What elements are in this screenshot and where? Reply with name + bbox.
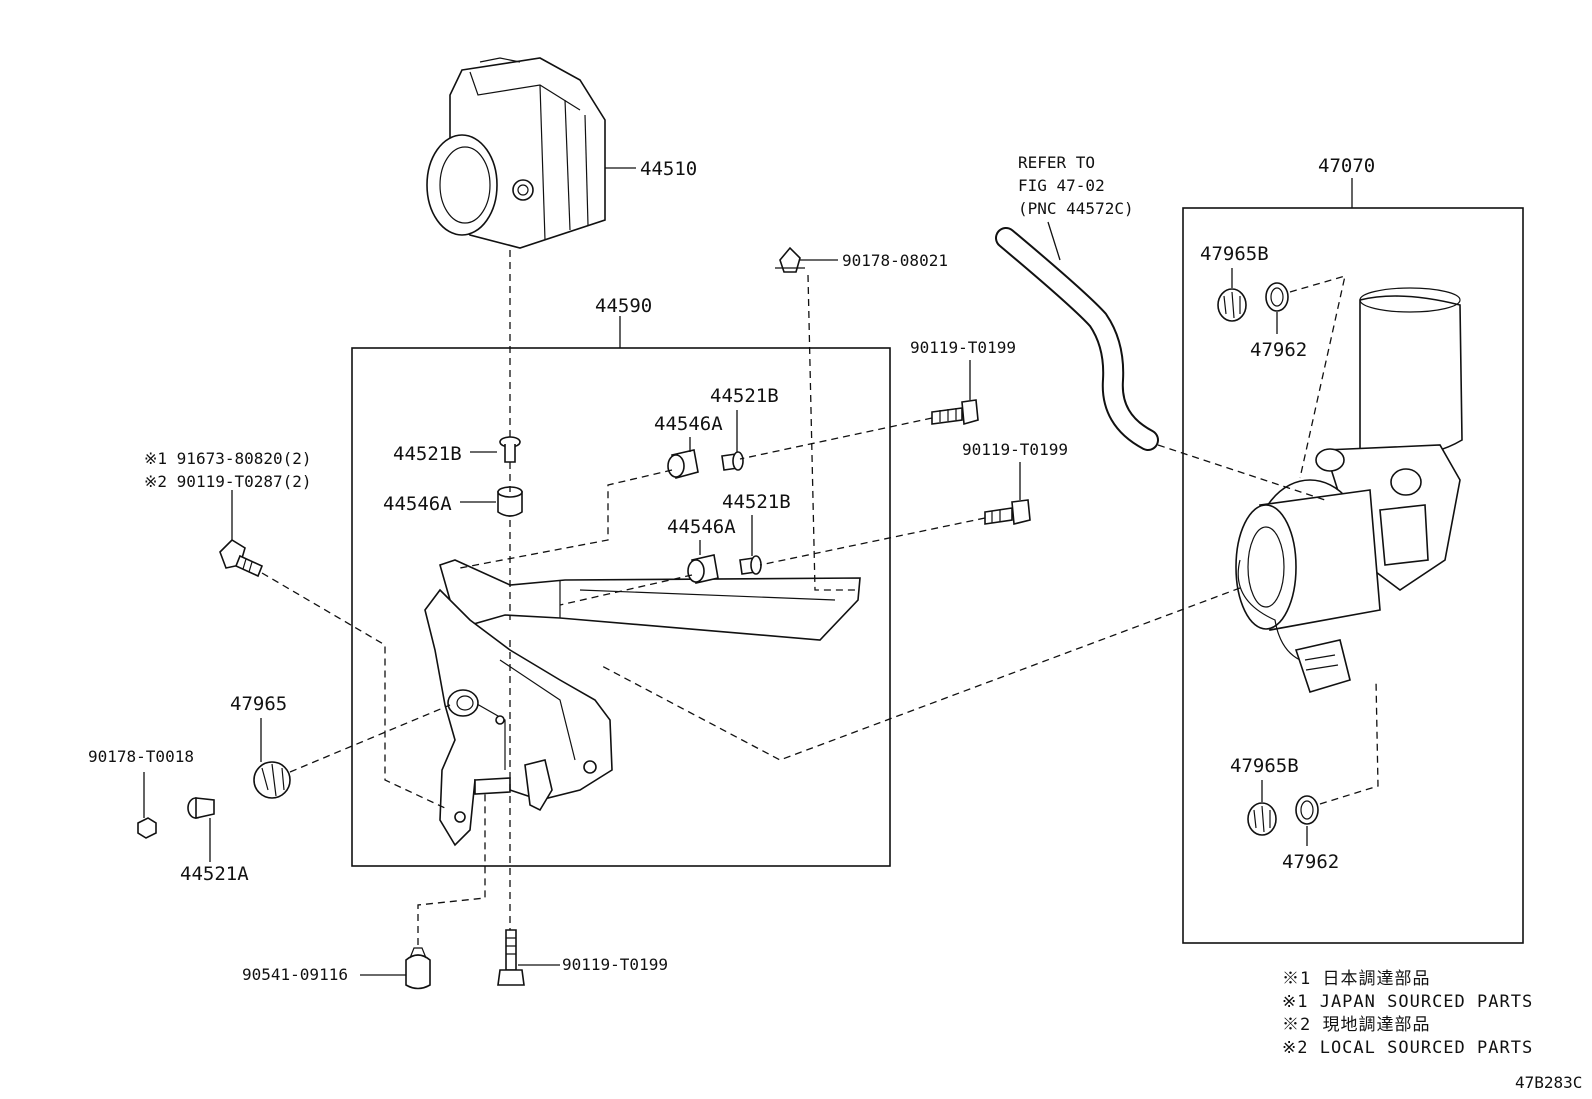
label-47962-bottom: 47962 xyxy=(1282,851,1339,873)
bolt-90119-t0199-upper xyxy=(931,399,979,426)
label-44510: 44510 xyxy=(640,158,697,180)
label-refer-3: (PNC 44572C) xyxy=(1018,199,1134,218)
dashline-top-ring xyxy=(1289,275,1346,479)
dashline-90541 xyxy=(417,790,486,945)
note-japan-jp: ※1 日本調達部品 xyxy=(1282,969,1430,989)
collar-44521a xyxy=(187,797,215,819)
label-44521a: 44521A xyxy=(180,863,249,885)
label-90119-t0199-bottom: 90119-T0199 xyxy=(562,955,668,974)
dashline-compressor-bracket xyxy=(599,587,1241,761)
cushion-44546a-mid xyxy=(667,449,699,480)
clip-90178-08021 xyxy=(775,246,805,273)
ring-47962-bottom xyxy=(1295,795,1319,825)
label-refer-2: FIG 47-02 xyxy=(1018,176,1105,195)
label-90119-t0199-upper: 90119-T0199 xyxy=(910,338,1016,357)
label-47965b-bottom: 47965B xyxy=(1230,755,1299,777)
label-90119-t0287: ※2 90119-T0287(2) xyxy=(144,472,312,491)
dashline-mid-cushion xyxy=(459,417,933,569)
note-local-en: ※2 LOCAL SOURCED PARTS xyxy=(1282,1038,1533,1058)
cushion-44546a-top xyxy=(497,486,523,517)
label-44546a-low: 44546A xyxy=(667,516,736,538)
label-91673-80820: ※1 91673-80820(2) xyxy=(144,449,312,468)
leader-refer-to xyxy=(1047,221,1061,261)
bolt-91673-80820 xyxy=(219,538,264,578)
label-44590: 44590 xyxy=(595,295,652,317)
bracket-grommet-part xyxy=(447,689,479,717)
compressor-assembly-frame xyxy=(1182,207,1524,944)
cushion-collar-44521b-low xyxy=(739,555,762,575)
abs-actuator-part xyxy=(426,57,606,249)
air-hose-part xyxy=(995,227,1159,451)
dashline-left-bolt xyxy=(261,572,446,809)
ring-47962-top xyxy=(1265,282,1289,312)
bolt-90119-t0199-bottom xyxy=(497,929,525,986)
label-47965: 47965 xyxy=(230,693,287,715)
note-japan-en: ※1 JAPAN SOURCED PARTS xyxy=(1282,992,1533,1012)
nut-90178-t0018 xyxy=(137,817,157,839)
cushion-collar-44521b-mid xyxy=(721,451,744,471)
dashline-bottom-ring xyxy=(1319,679,1379,805)
height-control-compressor-part xyxy=(1235,287,1463,693)
label-44521b-mid: 44521B xyxy=(710,385,779,407)
cushion-47965b-bottom xyxy=(1247,802,1277,836)
dashline-47965 xyxy=(289,704,451,773)
cushion-47965 xyxy=(253,761,291,799)
label-47070: 47070 xyxy=(1318,155,1375,177)
diagram-code: 47B283C xyxy=(1515,1073,1582,1092)
cushion-collar-44521b-top xyxy=(499,436,521,463)
bolt-90119-t0199-right xyxy=(984,499,1031,526)
dashline-clip-bracket xyxy=(807,274,860,591)
cushion-47965b-top xyxy=(1217,288,1247,322)
dashline-hose-compressor xyxy=(1157,444,1326,501)
label-90119-t0199-right: 90119-T0199 xyxy=(962,440,1068,459)
dashline-low-cushion xyxy=(559,517,986,606)
clip-90541-09116 xyxy=(405,947,431,990)
label-refer-1: REFER TO xyxy=(1018,153,1095,172)
actuator-bracket-part xyxy=(424,559,861,847)
label-90178-t0018: 90178-T0018 xyxy=(88,747,194,766)
label-44521b-top: 44521B xyxy=(393,443,462,465)
label-47965b-top: 47965B xyxy=(1200,243,1269,265)
bracket-assembly-frame xyxy=(351,347,891,867)
label-44546a-top: 44546A xyxy=(383,493,452,515)
label-44546a-mid: 44546A xyxy=(654,413,723,435)
label-90178-08021: 90178-08021 xyxy=(842,251,948,270)
label-47962-top: 47962 xyxy=(1250,339,1307,361)
label-90541-09116: 90541-09116 xyxy=(242,965,348,984)
label-44521b-low: 44521B xyxy=(722,491,791,513)
cushion-44546a-low xyxy=(687,554,719,584)
note-local-jp: ※2 現地調達部品 xyxy=(1282,1015,1430,1035)
